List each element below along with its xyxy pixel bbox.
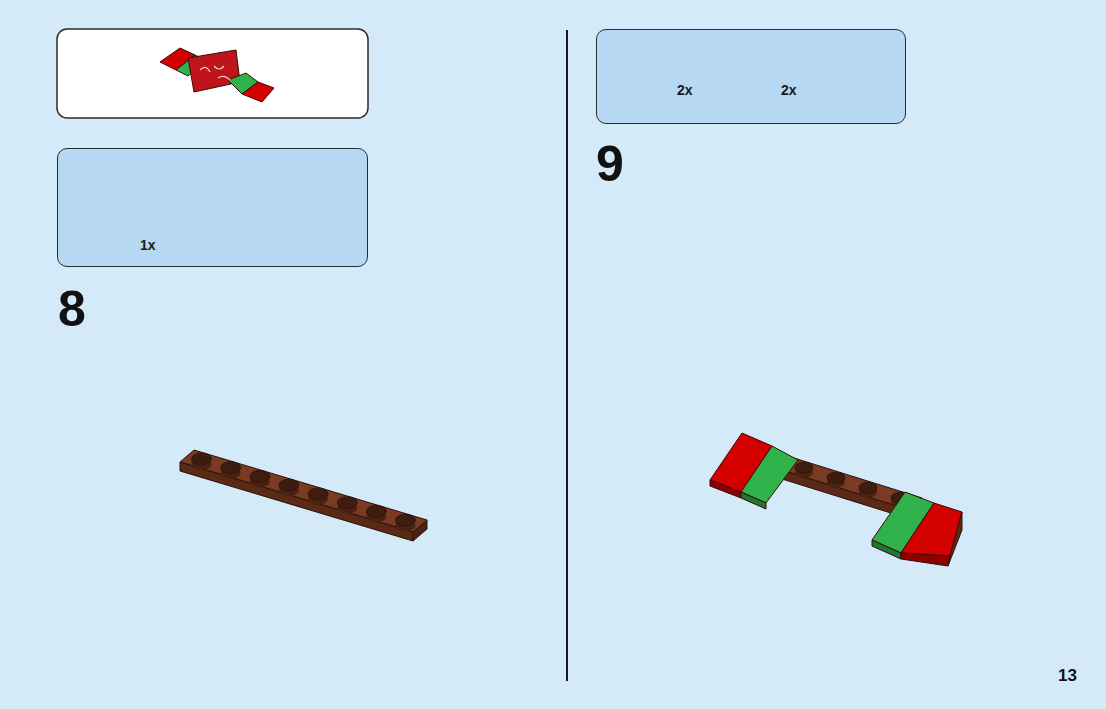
stud-top [859, 482, 877, 493]
part-quantity: 2x [781, 83, 797, 97]
plate-side [180, 462, 413, 541]
parts-callout-box: 2x 2x [596, 29, 906, 124]
stud-top [221, 462, 241, 474]
stud-top [250, 470, 270, 482]
stud-top [795, 462, 813, 473]
tile-print [200, 66, 230, 80]
slope-side [901, 553, 950, 566]
sub-slope-red [242, 82, 274, 102]
stud-top [827, 472, 845, 483]
stud-top [308, 488, 328, 500]
plate-end [948, 512, 962, 566]
submodel-box [57, 29, 368, 118]
stud-top [192, 453, 212, 465]
parts-callout-box: 1x [57, 148, 368, 267]
stud-top [366, 505, 386, 517]
model-plate [180, 450, 427, 541]
stud-top [279, 479, 299, 491]
slope-side [872, 540, 901, 559]
part-quantity: 2x [677, 83, 693, 97]
part-quantity: 1x [140, 238, 156, 252]
stud-top [395, 514, 415, 526]
curved-slope-green [741, 446, 798, 503]
page-number: 13 [1058, 667, 1077, 684]
slope-side [741, 492, 766, 509]
step-number: 9 [596, 139, 624, 189]
step-number: 8 [58, 284, 86, 334]
plate-top [180, 450, 427, 532]
stud-top [337, 497, 357, 509]
sub-tile [188, 50, 240, 92]
page-divider [566, 30, 568, 681]
slope-side [710, 480, 741, 498]
